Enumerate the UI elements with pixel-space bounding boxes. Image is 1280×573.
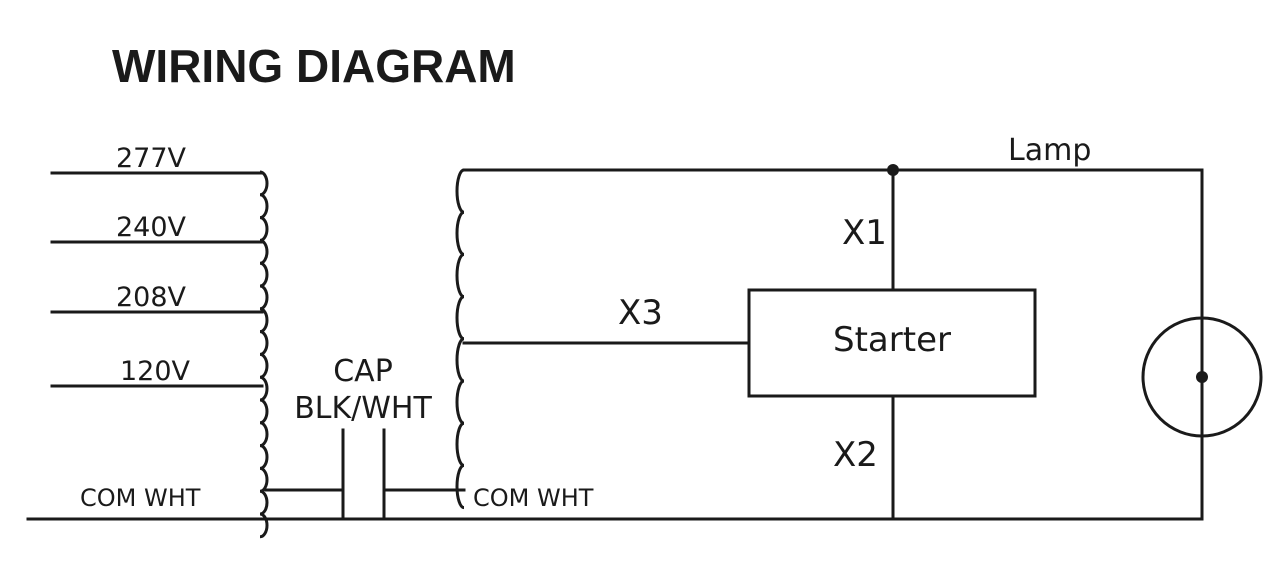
tap-240-label: 240V [116, 212, 187, 243]
x3-label: X3 [618, 293, 663, 333]
tap-120-label: 120V [120, 356, 191, 387]
cap-label: CAP [333, 354, 393, 389]
starter-box [747, 288, 1037, 398]
capacitor [264, 428, 466, 519]
common-right-label: COM WHT [473, 484, 594, 512]
diagram-title: WIRING DIAGRAM [112, 40, 516, 92]
tap-277-label: 277V [116, 143, 187, 174]
primary-tap-wires [50, 171, 264, 388]
tap-208-label: 208V [116, 282, 187, 313]
lamp-label: Lamp [1008, 133, 1091, 168]
cap-wire-color-label: BLK/WHT [294, 391, 432, 426]
lamp-center-dot [1196, 371, 1208, 383]
starter-label: Starter [833, 320, 951, 360]
x2-label: X2 [833, 435, 878, 475]
common-left-label: COM WHT [80, 484, 201, 512]
primary-coil [259, 170, 269, 539]
lamp-icon [1141, 316, 1263, 438]
secondary-coil [455, 168, 465, 510]
x1-label: X1 [842, 213, 887, 253]
